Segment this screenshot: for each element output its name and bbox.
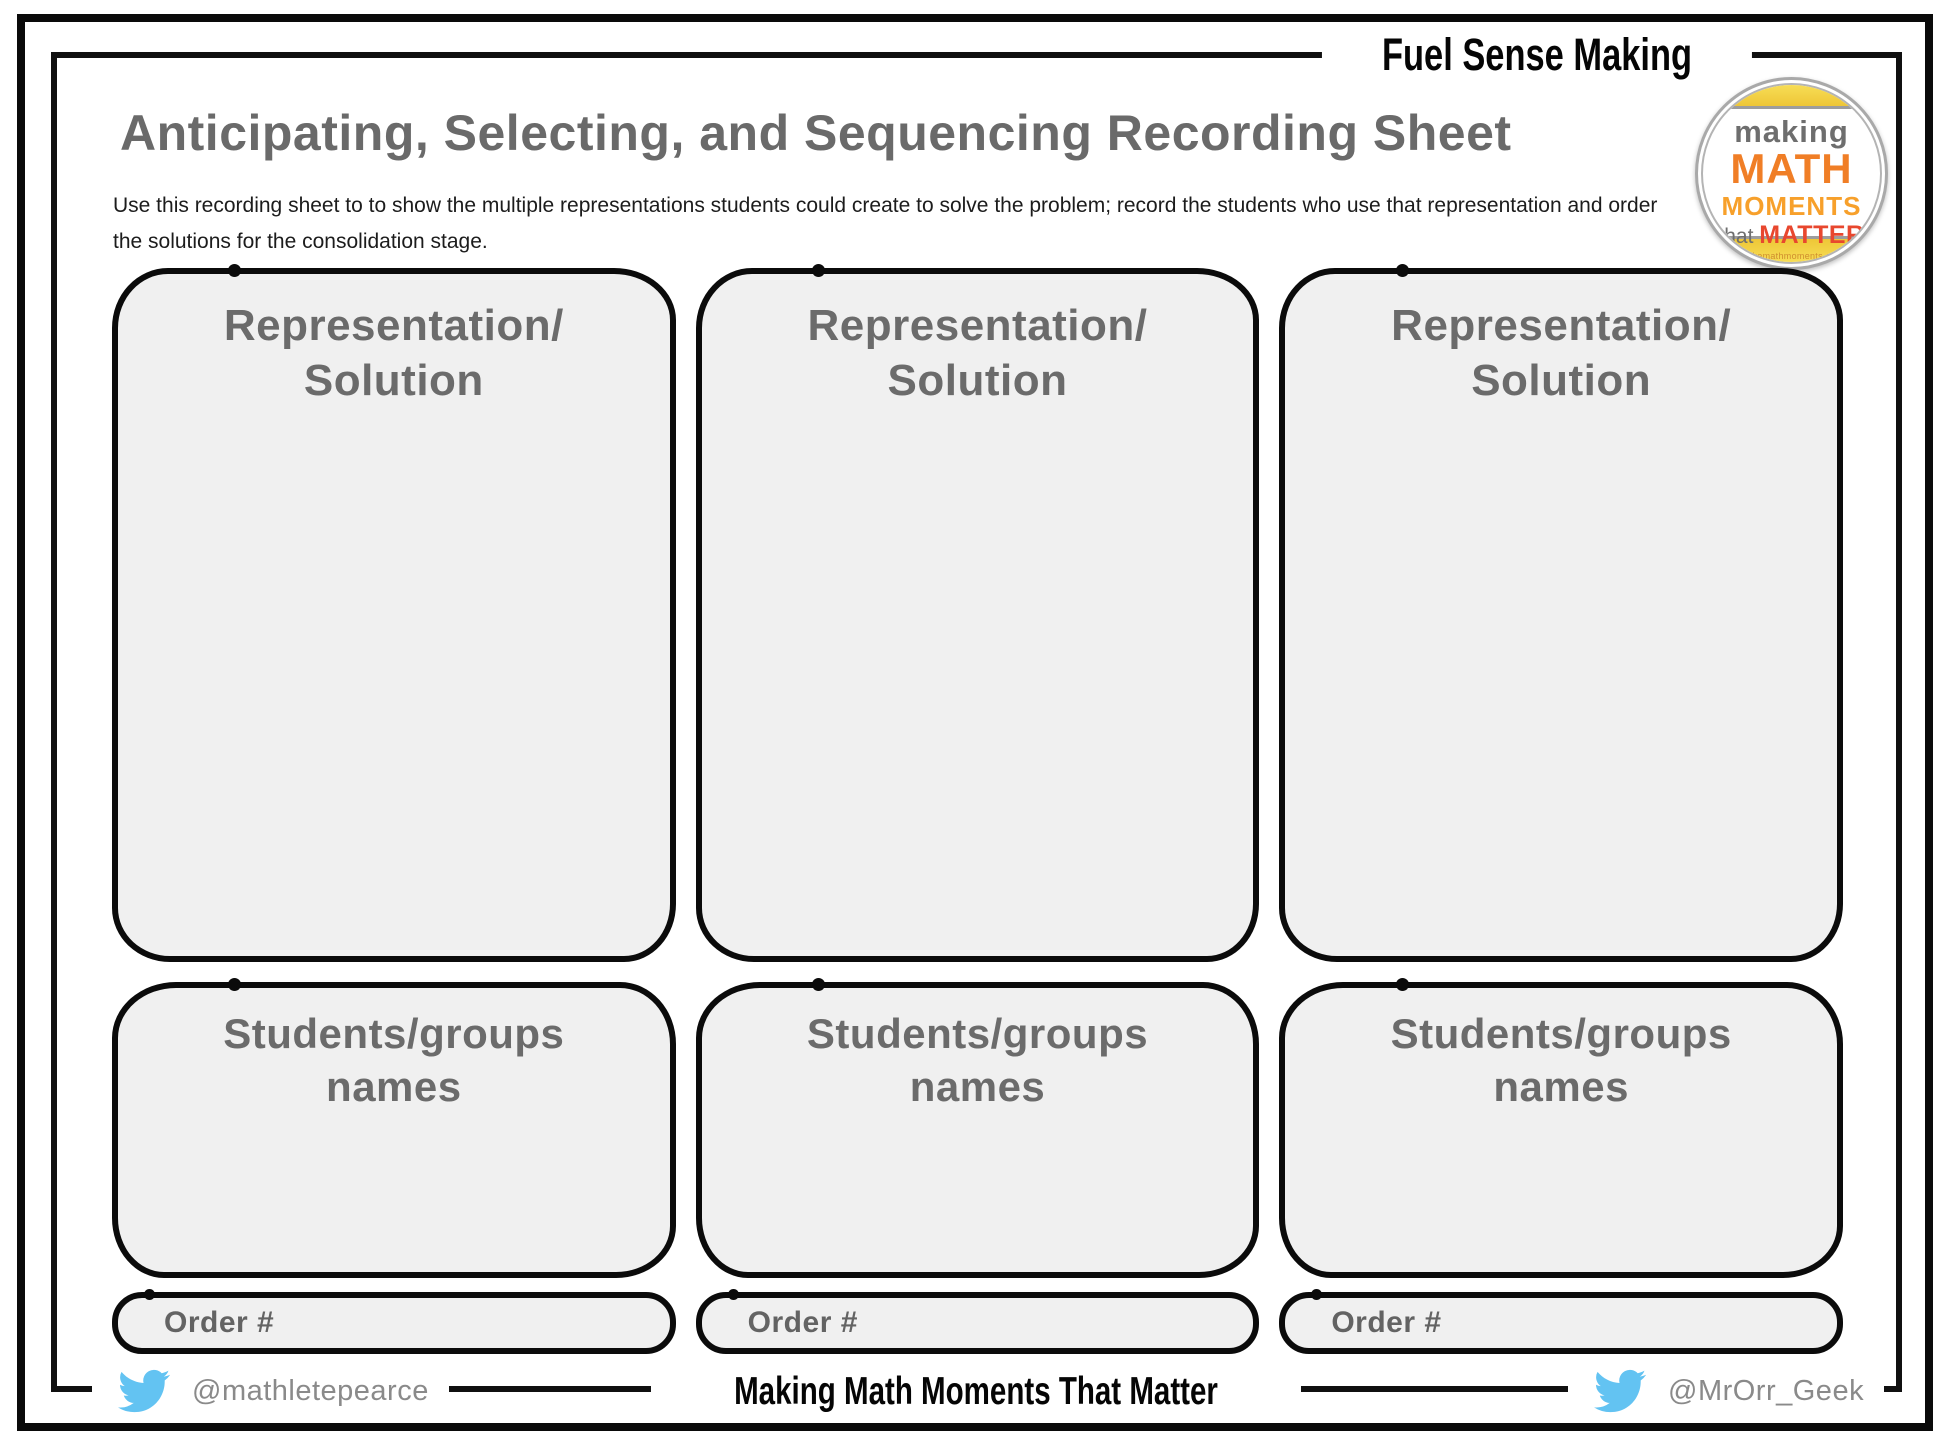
footer-left-group: @mathletepearce (92, 1359, 449, 1423)
logo-website: makemathmoments.com (1739, 251, 1844, 261)
representation-box: Representation/ Solution (1279, 264, 1844, 962)
page-description: Use this recording sheet to to show the … (113, 194, 1658, 254)
logo-word-making: making (1734, 114, 1849, 149)
outer-border-frame (17, 14, 1933, 1431)
representation-fill-area (124, 414, 664, 950)
representation-box: Representation/ Solution (695, 264, 1260, 962)
representation-title: Representation/ Solution (807, 301, 1148, 405)
order-fill-area (1485, 1304, 1831, 1342)
logo-word-that: that (1718, 225, 1760, 248)
banner-label: Fuel Sense Making (1321, 29, 1753, 81)
order-box: Order # (1279, 1289, 1844, 1354)
twitter-bird-icon (1594, 1369, 1646, 1413)
twitter-handle-right: @MrOrr_Geek (1668, 1374, 1865, 1407)
students-fill-area (124, 1128, 664, 1266)
column-3: Representation/ Solution Students/groups… (1279, 264, 1844, 1354)
twitter-bird-icon (118, 1369, 170, 1413)
representation-box: Representation/ Solution (112, 264, 676, 962)
students-box: Students/groups names (1279, 978, 1844, 1278)
page-title: Anticipating, Selecting, and Sequencing … (120, 105, 1512, 161)
students-fill-area (1291, 1128, 1831, 1266)
logo-text-block: making MATH MOMENTS that MATTER makemath… (1703, 116, 1880, 261)
order-fill-area (902, 1304, 1248, 1342)
students-box: Students/groups names (112, 978, 676, 1278)
representation-fill-area (708, 414, 1248, 950)
order-box: Order # (112, 1289, 676, 1354)
columns-grid: Representation/ Solution Students/groups… (112, 264, 1844, 1354)
twitter-handle-left: @mathletepearce (192, 1374, 429, 1407)
representation-title: Representation/ Solution (1391, 301, 1732, 405)
order-label: Order # (747, 1306, 858, 1339)
students-fill-area (708, 1128, 1248, 1266)
mmm-logo-inner: making MATH MOMENTS that MATTER makemath… (1701, 83, 1882, 264)
logo-yellow-band-top (1703, 85, 1880, 109)
footer-center-text: Making Math Moments That Matter (734, 1368, 1218, 1413)
footer-right-group: @MrOrr_Geek (1568, 1359, 1885, 1423)
logo-word-matter: MATTER (1759, 221, 1865, 249)
mmm-logo: making MATH MOMENTS that MATTER makemath… (1695, 77, 1888, 270)
logo-word-moments: MOMENTS (1721, 191, 1862, 221)
footer-center-title: Making Math Moments That Matter (650, 1364, 1302, 1418)
banner-text: Fuel Sense Making (1381, 29, 1693, 80)
order-fill-area (318, 1304, 664, 1342)
students-box: Students/groups names (695, 978, 1260, 1278)
representation-title: Representation/ Solution (223, 301, 564, 405)
column-1: Representation/ Solution Students/groups… (112, 264, 676, 1354)
students-title: Students/groups names (223, 1010, 565, 1110)
students-title: Students/groups names (1390, 1010, 1732, 1110)
order-box: Order # (695, 1289, 1260, 1354)
column-2: Representation/ Solution Students/groups… (695, 264, 1260, 1354)
students-title: Students/groups names (806, 1010, 1149, 1110)
logo-word-math: MATH (1730, 145, 1853, 192)
order-label: Order # (164, 1306, 275, 1339)
logo-yellow-band-bottom (1703, 236, 1880, 262)
representation-fill-area (1291, 414, 1831, 950)
order-label: Order # (1331, 1306, 1442, 1339)
logo-word-that-matter: that MATTER (1703, 223, 1880, 248)
